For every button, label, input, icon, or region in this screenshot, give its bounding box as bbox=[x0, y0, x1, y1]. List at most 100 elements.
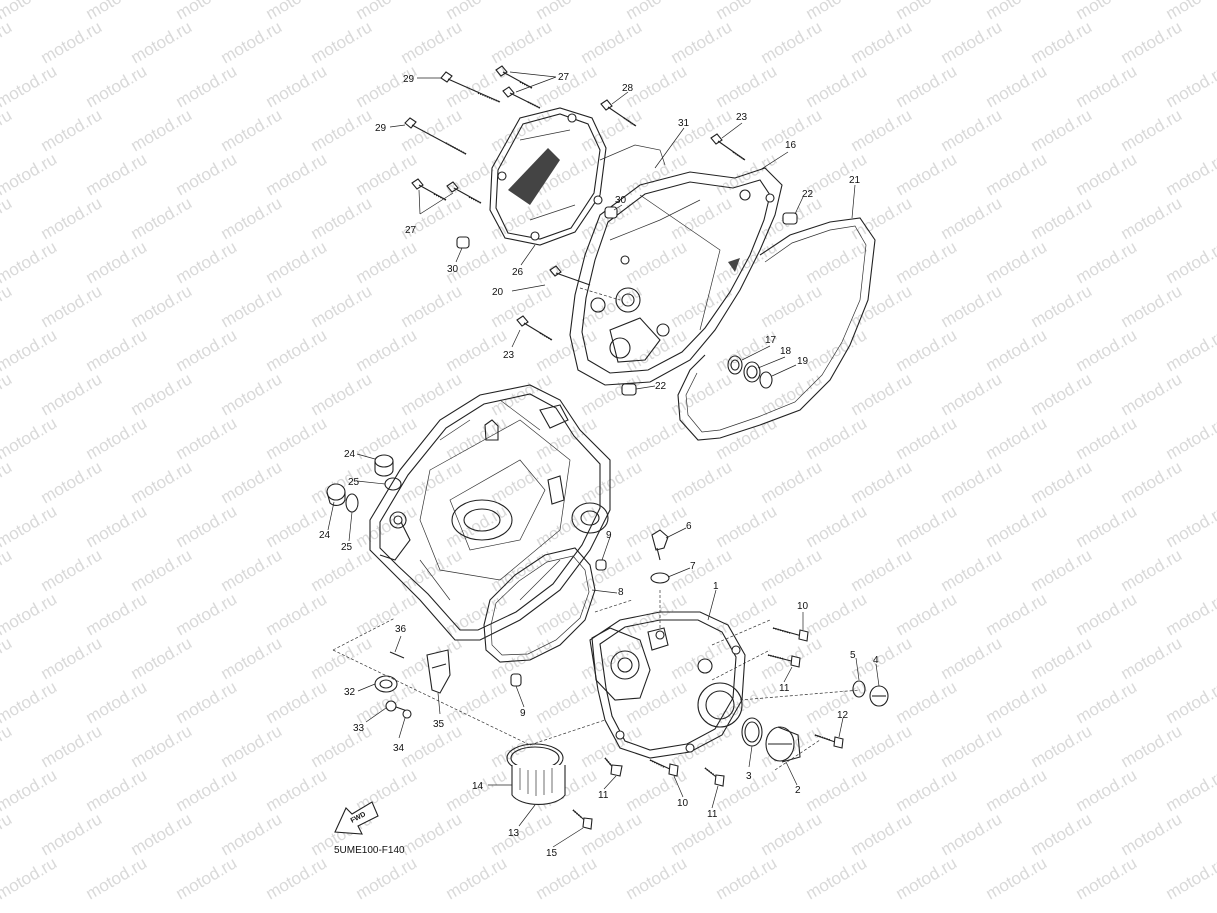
callout-11-left: 11 bbox=[598, 790, 609, 801]
callout-29-upper: 29 bbox=[403, 74, 415, 85]
watermark-text: motod.ru bbox=[398, 809, 466, 859]
watermark-text: motod.ru bbox=[578, 721, 646, 771]
watermark-text: motod.ru bbox=[1073, 677, 1141, 727]
watermark-text: motod.ru bbox=[263, 237, 331, 287]
watermark-text: motod.ru bbox=[1073, 765, 1141, 815]
watermark-text: motod.ru bbox=[533, 853, 601, 903]
watermark-text: motod.ru bbox=[308, 281, 376, 331]
callout-25-upper: 25 bbox=[348, 477, 360, 488]
watermark-text: motod.ru bbox=[83, 677, 151, 727]
watermark-text: motod.ru bbox=[0, 545, 15, 595]
watermark-text: motod.ru bbox=[0, 413, 60, 463]
watermark-text: motod.ru bbox=[1073, 61, 1141, 111]
watermark-text: motod.ru bbox=[938, 281, 1006, 331]
watermark-text: motod.ru bbox=[668, 809, 736, 859]
watermark-text: motod.ru bbox=[0, 237, 60, 287]
callout-14: 14 bbox=[472, 781, 484, 792]
watermark-text: motod.ru bbox=[443, 237, 511, 287]
bolts bbox=[404, 65, 746, 341]
watermark-text: motod.ru bbox=[668, 633, 736, 683]
clutch-cover bbox=[489, 107, 666, 246]
watermark-text: motod.ru bbox=[668, 457, 736, 507]
watermark-text: motod.ru bbox=[173, 325, 241, 375]
callout-26: 26 bbox=[512, 267, 524, 278]
watermark-text: motod.ru bbox=[938, 809, 1006, 859]
watermark-text: motod.ru bbox=[173, 677, 241, 727]
watermark-text: motod.ru bbox=[38, 545, 106, 595]
watermark-text: motod.ru bbox=[938, 457, 1006, 507]
watermark-text: motod.ru bbox=[1073, 853, 1141, 903]
watermark-text: motod.ru bbox=[893, 589, 961, 639]
watermark-text: motod.ru bbox=[1118, 369, 1186, 419]
watermark-text: motod.ru bbox=[533, 677, 601, 727]
watermark-text: motod.ru bbox=[173, 61, 241, 111]
watermark-text: motod.ru bbox=[848, 545, 916, 595]
callout-5: 5 bbox=[850, 650, 856, 661]
watermark-text: motod.ru bbox=[398, 17, 466, 67]
watermark-text: motod.ru bbox=[38, 17, 106, 67]
watermark-text: motod.ru bbox=[983, 413, 1051, 463]
watermark-text: motod.ru bbox=[1118, 633, 1186, 683]
watermark-text: motod.ru bbox=[533, 501, 601, 551]
watermark-text: motod.ru bbox=[0, 281, 15, 331]
watermark-text: motod.ru bbox=[443, 589, 511, 639]
watermark-text: motod.ru bbox=[1118, 193, 1186, 243]
watermark-text: motod.ru bbox=[128, 281, 196, 331]
watermark-text: motod.ru bbox=[983, 765, 1051, 815]
watermark-text: motod.ru bbox=[1118, 721, 1186, 771]
watermark-text: motod.ru bbox=[758, 281, 826, 331]
watermark-text: motod.ru bbox=[713, 501, 781, 551]
watermark-text: motod.ru bbox=[893, 413, 961, 463]
watermark-text: motod.ru bbox=[1163, 325, 1217, 375]
watermark-text: motod.ru bbox=[83, 325, 151, 375]
callout-33: 33 bbox=[353, 723, 365, 734]
leader-lines bbox=[327, 71, 880, 848]
watermark-text: motod.ru bbox=[1073, 325, 1141, 375]
callout-9-lower: 9 bbox=[520, 708, 526, 719]
watermark-text: motod.ru bbox=[398, 281, 466, 331]
watermark-text: motod.ru bbox=[353, 149, 421, 199]
watermark-text: motod.ru bbox=[1073, 413, 1141, 463]
watermark-text: motod.ru bbox=[263, 61, 331, 111]
callout-21: 21 bbox=[849, 175, 861, 186]
watermark-text: motod.ru bbox=[1028, 193, 1096, 243]
callout-3: 3 bbox=[746, 771, 752, 782]
callout-9-upper: 9 bbox=[606, 530, 612, 541]
watermark-text: motod.ru bbox=[533, 61, 601, 111]
watermark-text: motod.ru bbox=[218, 809, 286, 859]
watermark-text: motod.ru bbox=[398, 369, 466, 419]
watermark-text: motod.ru bbox=[668, 369, 736, 419]
watermark-text: motod.ru bbox=[1118, 17, 1186, 67]
watermark-text: motod.ru bbox=[1118, 105, 1186, 155]
watermark-text: motod.ru bbox=[713, 61, 781, 111]
watermark-text: motod.ru bbox=[128, 545, 196, 595]
callout-32: 32 bbox=[344, 687, 356, 698]
watermark-text: motod.ru bbox=[848, 369, 916, 419]
watermark-text: motod.ru bbox=[0, 325, 60, 375]
watermark-text: motod.ru bbox=[803, 765, 871, 815]
watermark-text: motod.ru bbox=[1028, 281, 1096, 331]
watermark-text: motod.ru bbox=[308, 105, 376, 155]
watermark-text: motod.ru bbox=[173, 589, 241, 639]
watermark-text: motod.ru bbox=[1073, 149, 1141, 199]
watermark-text: motod.ru bbox=[893, 765, 961, 815]
watermark-text: motod.ru bbox=[173, 765, 241, 815]
watermark-text: motod.ru bbox=[308, 369, 376, 419]
watermark-text: motod.ru bbox=[0, 809, 15, 859]
guide-lines bbox=[332, 287, 861, 771]
watermark-text: motod.ru bbox=[578, 457, 646, 507]
watermark-text: motod.ru bbox=[758, 545, 826, 595]
watermark-text: motod.ru bbox=[218, 369, 286, 419]
callout-25-lower: 25 bbox=[341, 542, 353, 553]
watermark-text: motod.ru bbox=[38, 281, 106, 331]
dowel-9b bbox=[510, 673, 522, 687]
watermark-text: motod.ru bbox=[848, 105, 916, 155]
watermark-text: motod.ru bbox=[308, 17, 376, 67]
seals-24-25 bbox=[326, 454, 402, 513]
watermark-text: motod.ru bbox=[893, 677, 961, 727]
watermark-text: motod.ru bbox=[443, 413, 511, 463]
callout-30-right: 30 bbox=[615, 195, 627, 206]
watermark-text: motod.ru bbox=[533, 589, 601, 639]
watermark-text: motod.ru bbox=[38, 457, 106, 507]
